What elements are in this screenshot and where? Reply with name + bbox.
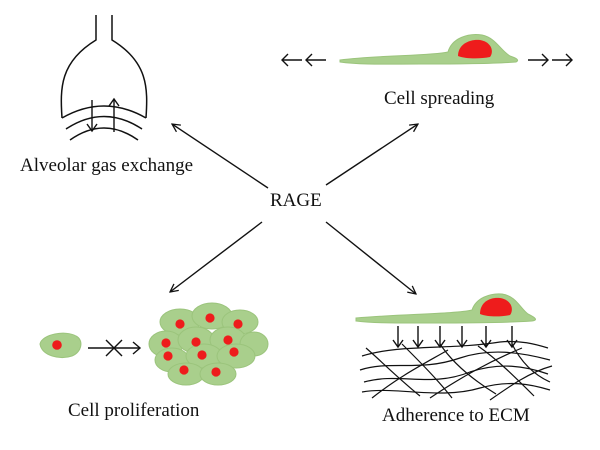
alveolar-gas-exchange-label: Alveolar gas exchange <box>20 155 194 176</box>
blocked-arrow-icon <box>88 339 142 357</box>
cell-spreading-label: Cell spreading <box>384 88 495 109</box>
arrow-to-adherence <box>325 221 416 294</box>
arrow-to-spreading <box>325 124 418 186</box>
ecm-fibers <box>359 340 553 401</box>
double-arrow-right-icon <box>528 53 573 67</box>
nucleus <box>480 297 512 317</box>
spreading-cell <box>339 34 519 65</box>
double-arrow-left-icon <box>281 53 326 67</box>
gas-exchange-arrows-icon <box>86 97 120 133</box>
nucleus <box>458 39 492 59</box>
cell-proliferation-label: Cell proliferation <box>68 400 200 421</box>
nucleus <box>52 340 62 350</box>
adhesion-arrows-icon <box>392 326 518 349</box>
cluster-nuclei <box>161 313 243 377</box>
adherent-cell <box>355 293 536 324</box>
single-cell <box>39 332 82 358</box>
arrow-to-alveolar <box>172 124 269 189</box>
adherence-to-ecm-label: Adherence to ECM <box>382 405 530 426</box>
rage-label: RAGE <box>270 190 322 211</box>
alveolus-icon <box>60 15 148 141</box>
arrow-to-proliferation <box>170 221 263 292</box>
